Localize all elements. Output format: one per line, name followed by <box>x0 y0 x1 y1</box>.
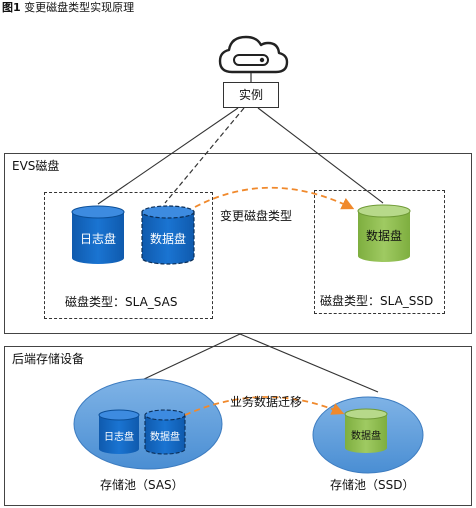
evs-sas-data-disk-label: 数据盘 <box>149 232 186 246</box>
backend-ssd-data-disk-cylinder <box>344 408 388 453</box>
sas-disk-type-label: 磁盘类型：SLA_SAS <box>65 295 178 309</box>
cloud-icon <box>218 35 289 74</box>
evs-ssd-data-disk-label: 数据盘 <box>365 229 402 243</box>
backend-log-disk-label: 日志盘 <box>104 432 134 443</box>
ssd-disk-group <box>314 190 445 314</box>
figure-caption: 图1 变更磁盘类型实现原理 <box>2 1 134 15</box>
change-disk-type-label: 变更磁盘类型 <box>220 209 293 223</box>
instance-to-sas-data-disk-line <box>164 107 245 204</box>
ssd-pool-label: 存储池（SSD） <box>330 478 415 492</box>
evs-to-ssd-pool-line <box>239 333 379 393</box>
figure-title: 变更磁盘类型实现原理 <box>24 1 135 14</box>
backend-panel <box>4 346 472 506</box>
instance-box: 实例 <box>223 82 279 108</box>
instance-to-ssd-data-disk-line <box>257 107 384 204</box>
change-disk-type-arrow <box>194 186 355 210</box>
evs-log-disk-cylinder <box>71 205 125 264</box>
figure-number: 图1 <box>2 1 21 14</box>
backend-log-disk-cylinder <box>98 409 140 454</box>
instance-to-log-disk-line <box>97 107 239 205</box>
backend-sas-data-disk-cylinder <box>144 409 186 455</box>
evs-ssd-data-disk-cylinder <box>357 204 411 262</box>
evs-sas-data-disk-cylinder <box>141 205 195 265</box>
sas-pool-label: 存储池（SAS） <box>100 478 184 492</box>
ssd-disk-type-label: 磁盘类型：SLA_SSD <box>320 294 434 308</box>
sas-disk-group <box>44 192 213 319</box>
evs-panel-title: EVS磁盘 <box>12 159 60 173</box>
backend-sas-data-disk-label: 数据盘 <box>150 432 180 443</box>
evs-log-disk-label: 日志盘 <box>79 232 116 246</box>
migrate-data-label: 业务数据迁移 <box>230 395 303 409</box>
backend-ssd-data-disk-label: 数据盘 <box>351 431 381 442</box>
evs-panel <box>4 153 472 334</box>
backend-panel-title: 后端存储设备 <box>12 352 85 366</box>
migrate-data-arrow <box>184 396 345 416</box>
